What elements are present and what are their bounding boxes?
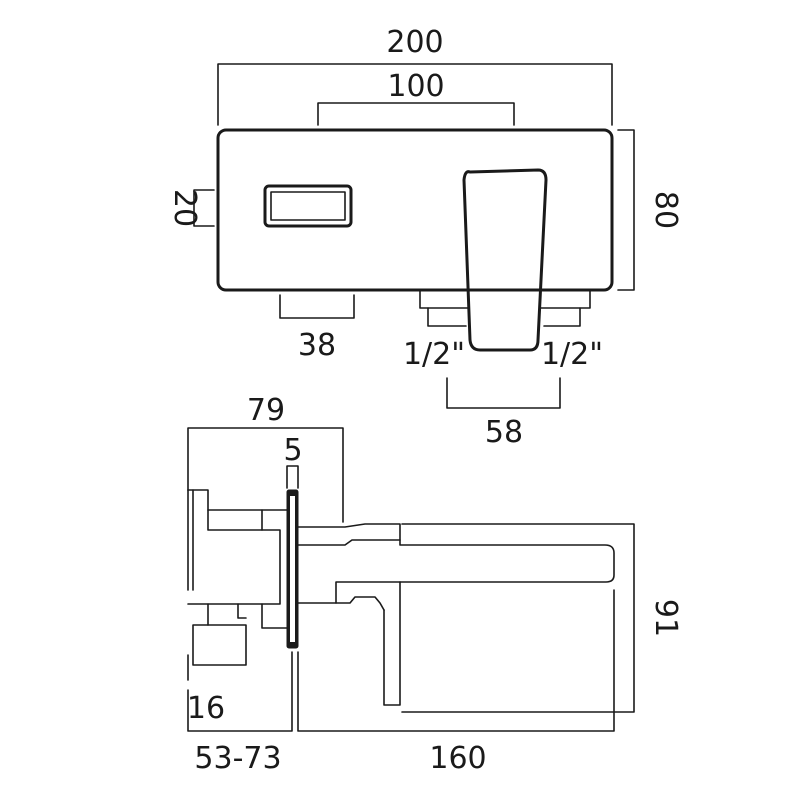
- dim-line-plate-thickness: [286, 465, 299, 489]
- dim-spout-projection: 160: [429, 741, 486, 776]
- dim-line-spout-height: [401, 523, 635, 713]
- right-fitting: [539, 289, 591, 309]
- spout-front-shape: [462, 168, 548, 352]
- dim-wall-range: 53-73: [194, 741, 281, 776]
- dim-width-inner: 100: [387, 69, 444, 104]
- left-fitting-nut: [427, 307, 467, 327]
- dim-plate-thickness: 5: [283, 433, 302, 468]
- spout-side: [297, 523, 615, 706]
- dim-line-depth-total: [187, 427, 344, 523]
- dim-right-connection: 1/2": [541, 337, 603, 372]
- dim-width-total: 200: [386, 25, 443, 60]
- dim-line-wall-range: [187, 651, 293, 732]
- dim-line-width-total: [217, 63, 613, 126]
- front-body-outline: [216, 128, 614, 292]
- dim-line-width-inner: [317, 102, 515, 126]
- dim-line-spout-projection: [297, 589, 615, 732]
- dim-depth-total: 79: [247, 393, 285, 428]
- dim-line-handle-offset: [193, 189, 215, 227]
- side-view: 79 5 91 16 53-73 160: [187, 393, 683, 776]
- control-handle-opening: [263, 184, 353, 228]
- dim-height: 80: [648, 191, 683, 229]
- dim-handle-offset: 20: [167, 189, 202, 227]
- front-view: 200 100 80 20 38 1/2" 1/2" 58: [167, 25, 683, 450]
- dim-left-connection: 1/2": [403, 337, 465, 372]
- right-fitting-nut: [543, 307, 581, 327]
- dim-line-connection-spacing: [446, 377, 561, 409]
- dim-spout-height: 91: [648, 599, 683, 637]
- dim-offset: 16: [187, 691, 225, 726]
- dim-line-height: [617, 129, 635, 291]
- wall-plate-inner: [290, 496, 295, 642]
- left-fitting: [419, 289, 469, 309]
- dim-inlet-width: 38: [298, 328, 336, 363]
- rear-valve-body: [187, 489, 288, 666]
- dim-line-inlet-width: [279, 294, 355, 319]
- dim-connection-spacing: 58: [485, 415, 523, 450]
